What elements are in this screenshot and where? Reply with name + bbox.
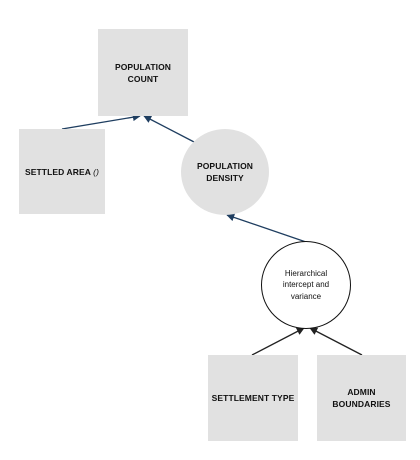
settlement-type-label: SETTLEMENT TYPE — [211, 393, 295, 403]
population-count-line2: COUNT — [127, 73, 159, 84]
settlement-type-node: SETTLEMENT TYPE — [208, 355, 298, 441]
population-density-line2: DENSITY — [206, 173, 244, 183]
hierarchical-line1: Hierarchical — [284, 268, 328, 278]
edge-admin-boundaries-to-hierarchical — [309, 327, 363, 356]
admin-boundaries-line2: BOUNDARIES — [332, 399, 391, 409]
population-density-line1: POPULATION — [196, 161, 254, 171]
edge-settlement-type-to-hierarchical — [251, 327, 305, 356]
edge-settled-area-to-population-count — [61, 113, 141, 130]
admin-boundaries-node: ADMIN BOUNDARIES — [317, 355, 406, 441]
population-density-node: POPULATION DENSITY — [181, 129, 269, 215]
population-count-node: POPULATION COUNT — [98, 29, 188, 116]
hierarchical-line3: variance — [290, 291, 322, 301]
settled-area-suffix: () — [93, 166, 100, 177]
edge-population-density-to-population-count — [143, 115, 197, 144]
hierarchical-line2: intercept and — [282, 280, 330, 290]
edge-hierarchical-to-population-density — [226, 213, 307, 243]
hierarchical-intercept-node: Hierarchical intercept and variance — [261, 241, 351, 329]
settled-area-label: SETTLED AREA — [24, 166, 91, 177]
settled-area-node: SETTLED AREA () — [19, 129, 105, 214]
population-count-line1: POPULATION — [114, 61, 172, 72]
admin-boundaries-line1: ADMIN — [347, 387, 376, 397]
